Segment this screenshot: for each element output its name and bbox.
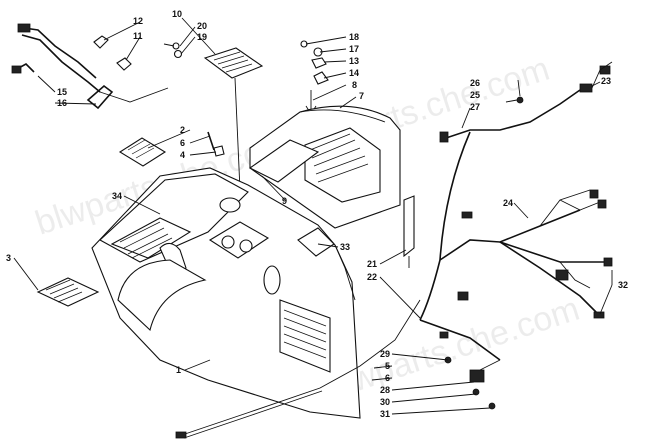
callout-5: 5 xyxy=(385,361,390,371)
callout-8: 8 xyxy=(352,80,357,90)
callout-9: 9 xyxy=(282,196,287,206)
callout-32: 32 xyxy=(618,280,628,290)
callout-29: 29 xyxy=(380,349,390,359)
decals xyxy=(36,137,167,307)
callout-20: 20 xyxy=(197,21,207,31)
leader-lines xyxy=(13,17,613,415)
callout-19: 19 xyxy=(197,32,207,42)
callout-26: 26 xyxy=(470,78,480,88)
callout-24: 24 xyxy=(503,198,513,208)
callout-6-lower: 6 xyxy=(385,373,390,383)
callout-22: 22 xyxy=(367,272,377,282)
callout-34: 34 xyxy=(112,191,122,201)
throttle-cable-parts xyxy=(11,23,169,110)
callout-23: 23 xyxy=(601,76,611,86)
callout-6-upper: 6 xyxy=(180,138,185,148)
callout-13: 13 xyxy=(349,56,359,66)
callout-25: 25 xyxy=(470,90,480,100)
callout-27: 27 xyxy=(470,102,480,112)
bracket-21 xyxy=(403,195,415,268)
callout-15: 15 xyxy=(57,87,67,97)
callout-2: 2 xyxy=(180,125,185,135)
callout-10: 10 xyxy=(172,9,182,19)
callout-3: 3 xyxy=(6,253,11,263)
callout-1: 1 xyxy=(176,365,181,375)
callout-11: 11 xyxy=(133,31,143,41)
callout-16: 16 xyxy=(57,98,67,108)
callout-14: 14 xyxy=(349,68,359,78)
callout-31: 31 xyxy=(380,409,390,419)
mounting-hardware xyxy=(300,40,329,115)
console-body xyxy=(91,167,361,419)
callout-17: 17 xyxy=(349,44,359,54)
callout-7: 7 xyxy=(359,91,364,101)
callout-18: 18 xyxy=(349,32,359,42)
callout-21: 21 xyxy=(367,259,377,269)
callout-4: 4 xyxy=(180,150,185,160)
small-console-parts xyxy=(207,131,225,157)
callout-12: 12 xyxy=(133,16,143,26)
lower-cable xyxy=(175,299,421,439)
callout-33: 33 xyxy=(340,242,350,252)
watermark-text-3: blwparts.che.com xyxy=(321,290,584,408)
wiring-harness xyxy=(419,61,613,410)
callout-labels: 12 11 15 16 10 20 19 18 17 13 14 8 7 26 … xyxy=(6,9,628,419)
callout-30: 30 xyxy=(380,397,390,407)
windshield xyxy=(248,105,401,229)
callout-28: 28 xyxy=(380,385,390,395)
